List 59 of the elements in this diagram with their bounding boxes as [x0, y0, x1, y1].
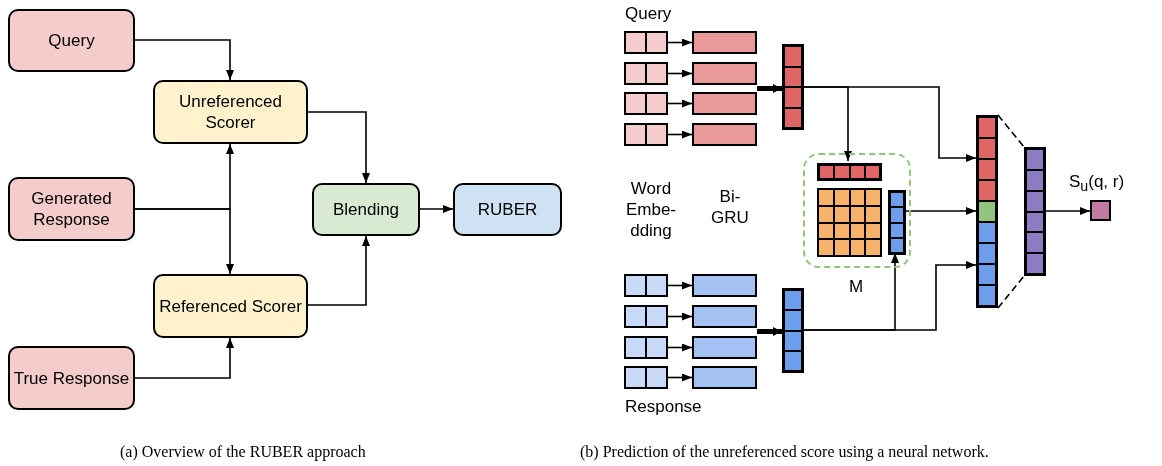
axis-label: Bi- GRU: [710, 186, 750, 228]
embedding-vector: [624, 274, 668, 297]
embedding-vector: [624, 305, 668, 328]
arrow: [134, 39, 234, 81]
hidden-state-box: [692, 92, 757, 115]
hidden-state-box: [692, 62, 757, 85]
arrow: [803, 86, 977, 162]
hidden-state-box: [692, 336, 757, 359]
arrow: [1045, 207, 1091, 215]
concatenated-vector: [976, 115, 998, 308]
arrow: [134, 208, 234, 275]
arrow: [667, 69, 693, 78]
caption: (b) Prediction of the unreferenced score using a neural network.: [580, 442, 989, 462]
arrow: [667, 99, 693, 108]
embedding-vector: [624, 92, 668, 115]
arrow: [667, 373, 693, 382]
arrow: [667, 130, 693, 139]
arrow: [419, 205, 454, 213]
thick-arrow: [757, 327, 782, 336]
embedding-vector: [624, 366, 668, 389]
vector-row: [817, 163, 882, 181]
embedding-vector: [624, 31, 668, 54]
vector-column: [782, 44, 804, 130]
arrow: [667, 312, 693, 321]
arrow: [803, 261, 977, 331]
process-box: Blending: [312, 183, 420, 236]
process-box: Referenced Scorer: [153, 274, 308, 338]
hidden-state-box: [692, 31, 757, 54]
arrow: [903, 207, 977, 215]
process-box: Unreferenced Scorer: [153, 80, 308, 144]
section-label: Response: [625, 396, 702, 417]
arrow: [667, 38, 693, 47]
hidden-layer-vector: [1024, 147, 1046, 276]
axis-label: Word Embe- dding: [624, 178, 678, 241]
score-label: S$_{u}$(q, r): [1069, 171, 1125, 197]
connector-line: [997, 114, 1025, 309]
matrix-grid: [817, 188, 882, 257]
caption: (a) Overview of the RUBER approach: [120, 442, 366, 462]
embedding-vector: [624, 336, 668, 359]
arrow: [307, 235, 370, 306]
hidden-state-box: [692, 305, 757, 328]
input-box: True Response: [8, 346, 135, 410]
section-label: Query: [625, 3, 672, 24]
arrow: [667, 343, 693, 352]
output-box: RUBER: [453, 183, 562, 236]
input-box: Query: [8, 9, 135, 72]
arrow: [134, 337, 234, 379]
hidden-state-box: [692, 123, 757, 146]
thick-arrow: [757, 84, 782, 93]
vector-column: [782, 288, 804, 373]
hidden-state-box: [692, 274, 757, 297]
arrow: [667, 281, 693, 290]
vector-column: [888, 190, 906, 255]
embedding-vector: [624, 123, 668, 146]
embedding-vector: [624, 62, 668, 85]
group-label: M: [849, 276, 864, 297]
input-box: Generated Response: [8, 177, 135, 241]
hidden-state-box: [692, 366, 757, 389]
arrow: [307, 111, 370, 184]
